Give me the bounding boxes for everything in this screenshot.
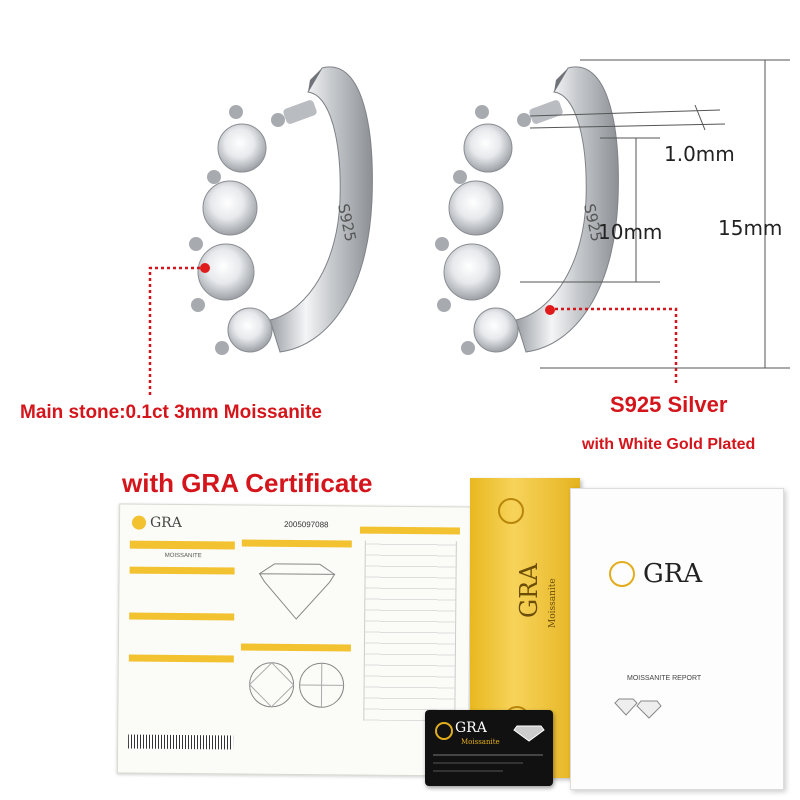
folder-sub: Moissanite	[548, 578, 558, 628]
section-bar	[128, 654, 234, 663]
booklet-logo: GRA	[609, 559, 702, 589]
card-sub: Moissanite	[461, 738, 500, 746]
left-earring: S925	[189, 66, 373, 355]
inner-dimension: 10mm	[598, 220, 663, 244]
section-bar	[240, 643, 351, 652]
material-label: S925 Silver	[610, 392, 728, 417]
earrings-illustration: S925 S925	[148, 59, 790, 395]
section-bar	[129, 612, 235, 621]
gra-seal-icon	[498, 498, 524, 524]
dimension-lines	[520, 59, 790, 369]
certificate-paper: GRA MOISSANITE 2005097088	[116, 503, 472, 777]
gra-seal-icon	[609, 561, 635, 587]
folder-brand: GRA	[515, 563, 543, 618]
certificate-logo: GRA	[131, 515, 182, 531]
moissanite-report-booklet: GRA MOISSANITE REPORT	[570, 488, 784, 790]
certificate-heading: with GRA Certificate	[122, 468, 373, 498]
diamond-icon	[513, 725, 545, 742]
main-stone-leader	[148, 266, 200, 395]
card-divider	[433, 770, 503, 772]
clarity-diagram	[248, 662, 345, 708]
section-bar	[129, 540, 235, 550]
diamond-icon	[614, 698, 662, 719]
card-brand: GRA	[455, 720, 487, 736]
card-divider	[433, 754, 543, 756]
report-title: MOISSANITE REPORT	[627, 675, 702, 682]
report-number: 2005097088	[283, 519, 329, 530]
thickness-dimension: 1.0mm	[664, 142, 735, 166]
section-bar	[359, 526, 460, 535]
section-bar	[241, 539, 352, 548]
right-earring: S925	[435, 66, 619, 355]
grading-table	[363, 540, 457, 722]
main-stone-label: Main stone:0.1ct 3mm Moissanite	[20, 402, 322, 423]
silver-leader	[555, 307, 678, 385]
barcode	[128, 734, 234, 750]
stone-type: MOISSANITE	[164, 552, 202, 560]
section-bar	[129, 566, 235, 575]
proportions-diagram	[258, 563, 336, 620]
card-divider	[433, 762, 523, 764]
gra-seal-icon	[131, 515, 147, 530]
gra-seal-icon	[435, 722, 453, 740]
outer-dimension: 15mm	[718, 216, 783, 240]
plating-label: with White Gold Plated	[582, 436, 756, 453]
gra-id-card: GRA Moissanite	[425, 710, 553, 786]
